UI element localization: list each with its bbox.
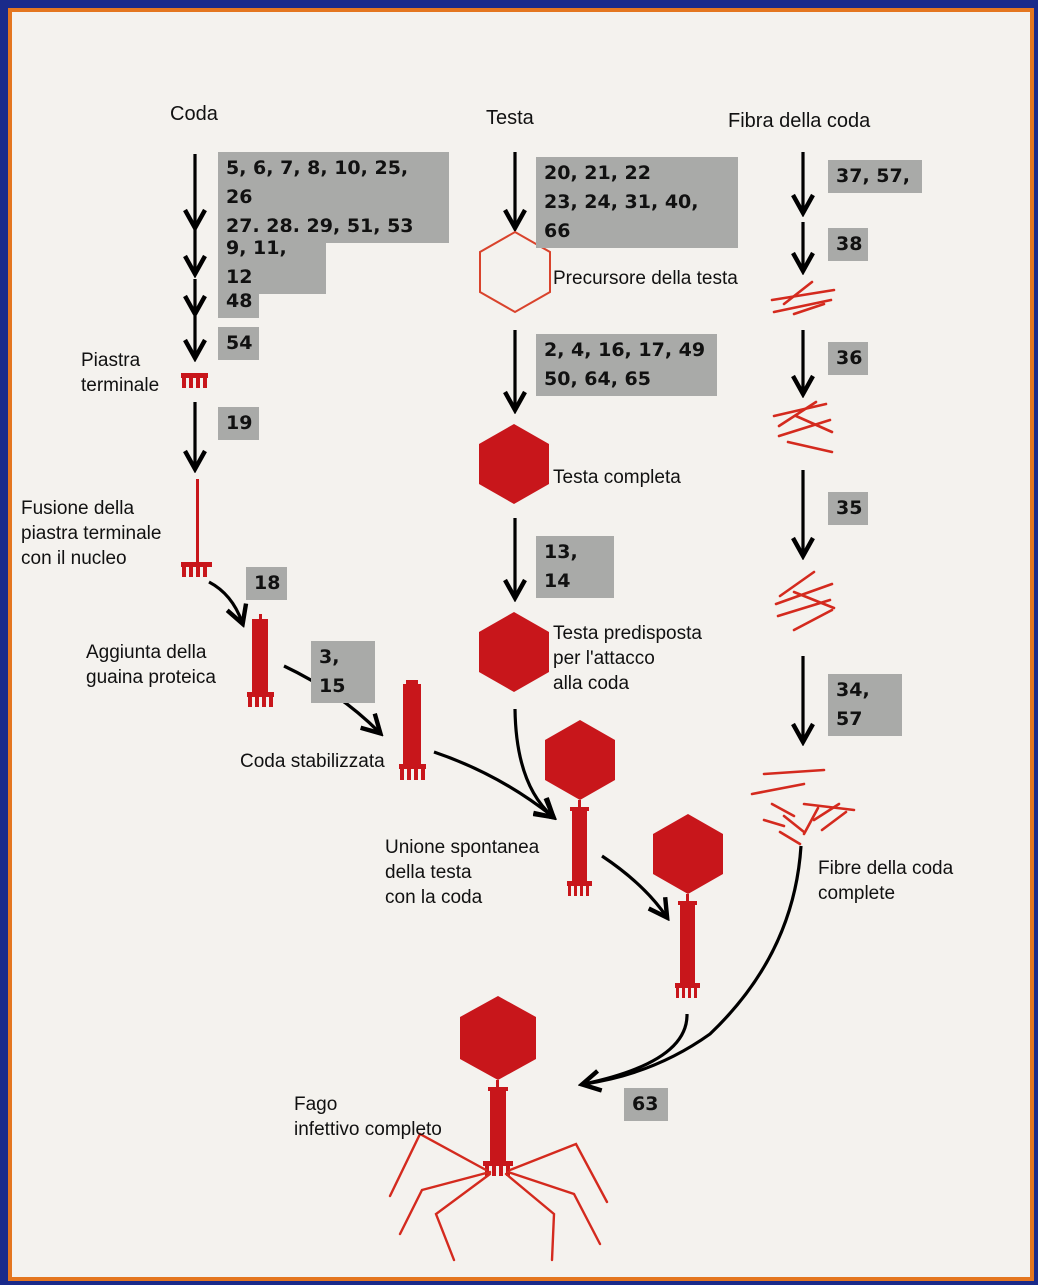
gene-box-fiber-5: 34, 57: [828, 674, 902, 736]
gene-box-head-2: 2, 4, 16, 17, 49 50, 64, 65: [536, 334, 717, 396]
label-testa-completa: Testa completa: [553, 467, 681, 488]
gene-box-fiber-4: 35: [828, 492, 868, 525]
fiber-fragments-35: [774, 570, 836, 632]
gene-box-head-1: 20, 21, 22 23, 24, 31, 40, 66: [536, 157, 738, 248]
gene-box-fiber-3: 36: [828, 342, 868, 375]
diagram-frame: Coda Testa Fibra della coda 5, 6, 7, 8, …: [8, 8, 1034, 1281]
label-fibre-complete: Fibre della coda complete: [818, 858, 954, 904]
gene-box-fiber-2: 38: [828, 228, 868, 261]
sheathed-tail-icon: [247, 614, 274, 707]
phage-assembled-icon: [653, 814, 723, 998]
label-aggiunta: Aggiunta della guaina proteica: [86, 642, 216, 688]
infective-phage-icon: [460, 996, 536, 1176]
complete-head-icon: [479, 424, 549, 504]
gene-box-tail-5: 19: [218, 407, 259, 440]
label-fago: Fago infettivo completo: [294, 1094, 442, 1140]
label-piastra-terminale: Piastra terminale: [81, 350, 160, 396]
gene-box-final: 63: [624, 1088, 668, 1121]
label-fusione: Fusione della piastra terminale con il n…: [21, 498, 162, 569]
gene-box-tail-3: 48: [218, 285, 259, 318]
fiber-fragments-36: [772, 400, 834, 454]
label-precursore: Precursore della testa: [553, 268, 738, 289]
primed-head-icon: [479, 612, 549, 692]
stabilized-tail-icon: [399, 680, 426, 780]
complete-tail-fibers-icon: [750, 768, 856, 846]
baseplate-icon: [181, 373, 208, 388]
head-arrows: [515, 152, 689, 1084]
phage-joined-icon: [545, 720, 615, 896]
header-coda: Coda: [170, 103, 218, 125]
gene-box-tail-6: 18: [246, 567, 287, 600]
label-testa-predisposta: Testa predisposta per l'attacco alla cod…: [553, 623, 702, 694]
header-fibra: Fibra della coda: [728, 110, 871, 132]
head-precursor-icon: [479, 230, 551, 314]
gene-box-tail-4: 54: [218, 327, 259, 360]
infective-phage-legs-icon: [388, 1132, 609, 1262]
gene-box-head-3: 13, 14: [536, 536, 614, 598]
label-unione: Unione spontanea della testa con la coda: [385, 837, 540, 908]
fiber-fragments-38: [770, 280, 836, 316]
gene-box-tail-1: 5, 6, 7, 8, 10, 25, 26 27, 28, 29, 51, 5…: [218, 152, 449, 243]
assembly-pathway-drawing: [181, 152, 856, 1262]
label-coda-stabilizzata: Coda stabilizzata: [240, 751, 385, 772]
fiber-arrows: [583, 152, 803, 1086]
gene-box-tail-2: 9, 11, 12: [218, 232, 326, 294]
gene-box-fiber-1: 37, 57,: [828, 160, 922, 193]
core-baseplate-icon: [181, 479, 212, 577]
gene-box-tail-7: 3, 15: [311, 641, 375, 703]
header-testa: Testa: [486, 107, 534, 129]
